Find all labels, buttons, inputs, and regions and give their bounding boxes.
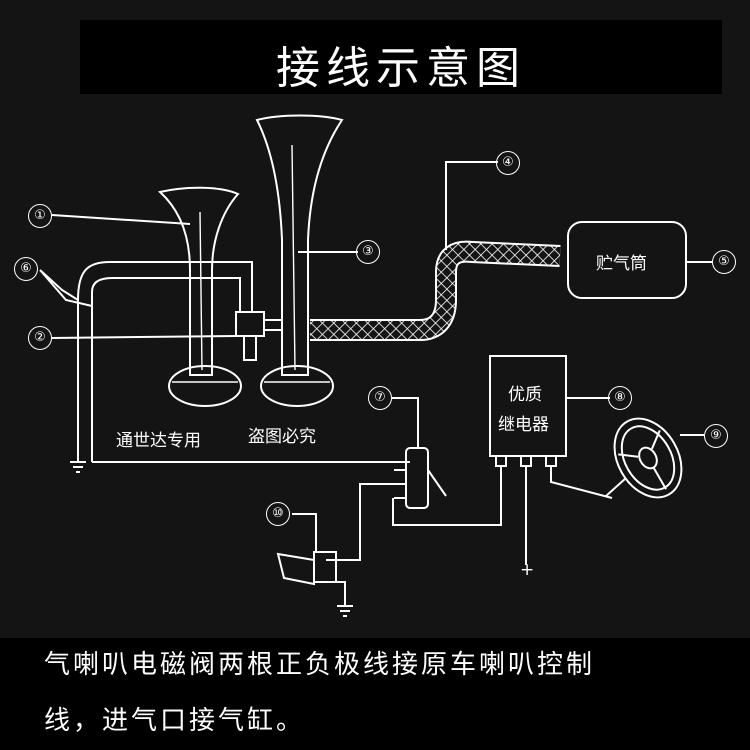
ground-left	[70, 448, 86, 473]
watermark-right: 盗图必究	[248, 427, 316, 447]
callout-6: ⑥	[14, 257, 38, 281]
tall-horn	[255, 114, 344, 376]
callout-2: ②	[28, 326, 52, 350]
watermark-left: 通世达专用	[116, 431, 201, 451]
callout-3: ③	[356, 240, 380, 264]
diagram-title: 接线示意图	[276, 43, 526, 94]
tall-horn-base	[260, 365, 334, 407]
relay-label-line1: 优质	[508, 385, 542, 405]
ground-compressor	[337, 604, 353, 617]
air-tank	[567, 221, 687, 299]
steering-wheel	[613, 417, 683, 499]
positive-label: +	[520, 560, 535, 580]
air-tank-label: 贮气筒	[596, 254, 647, 274]
note-line-2: 线，进气口接气缸。	[44, 706, 306, 736]
note-line-1: 气喇叭电磁阀两根正负极线接原车喇叭控制	[44, 650, 596, 680]
short-horn-base	[168, 365, 242, 407]
callout-9: ⑨	[704, 424, 728, 448]
note-bar: 气喇叭电磁阀两根正负极线接原车喇叭控制 线，进气口接气缸。	[0, 638, 750, 750]
callout-7: ⑦	[368, 386, 392, 410]
compressor	[276, 552, 315, 586]
callout-1: ①	[28, 204, 52, 228]
solenoid-valve	[235, 311, 265, 337]
callout-10: ⑩	[266, 502, 290, 526]
short-horn	[157, 186, 240, 376]
callout-5: ⑤	[712, 250, 736, 274]
power-wires	[77, 261, 253, 462]
relay-label-line2: 继电器	[498, 415, 549, 435]
callout-8: ⑧	[608, 386, 632, 410]
title-bar: 接线示意图	[80, 20, 722, 94]
relay-box	[489, 355, 567, 457]
callout-4: ④	[496, 151, 520, 175]
horn-switch	[405, 447, 429, 509]
